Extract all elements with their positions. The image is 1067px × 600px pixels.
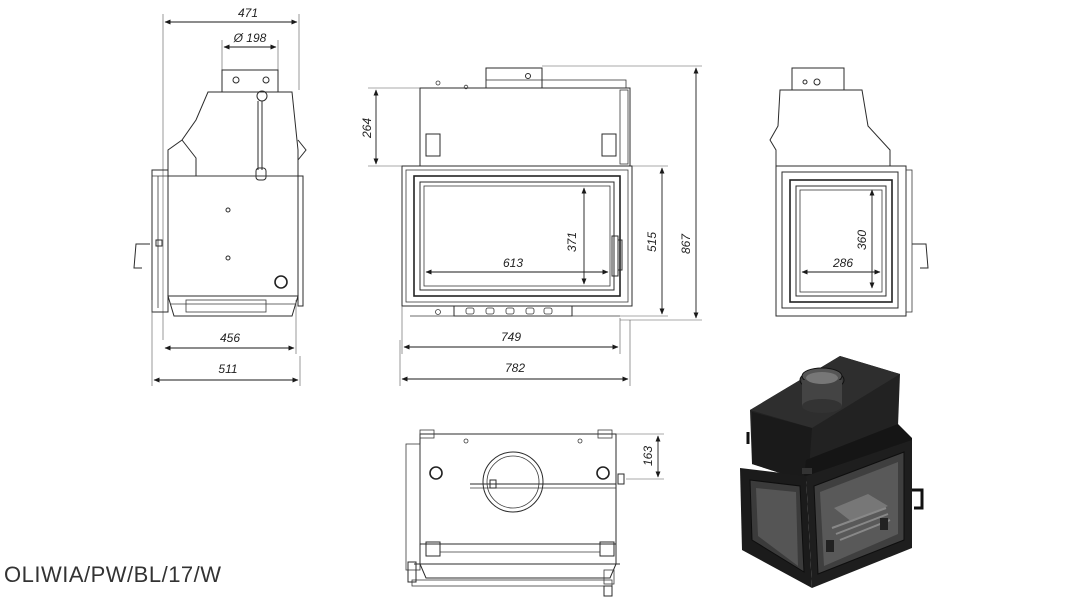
dim-total-height: 867 bbox=[679, 233, 693, 254]
dim-front-total-width: 782 bbox=[505, 361, 525, 375]
dim-front-glass-height: 371 bbox=[565, 232, 579, 252]
dim-side-width-top: 471 bbox=[238, 6, 258, 20]
isometric-render bbox=[740, 356, 924, 588]
dim-side-inner: 456 bbox=[220, 331, 240, 345]
dim-front-top-height: 264 bbox=[360, 118, 374, 139]
dim-top-depth: 163 bbox=[641, 446, 655, 466]
side-view: 471 Ø 198 4 bbox=[133, 6, 307, 386]
dim-front-door-height: 515 bbox=[645, 232, 659, 252]
top-view: 163 bbox=[405, 429, 664, 597]
right-side-view: 360 286 bbox=[769, 67, 929, 317]
dim-front-glass-width: 613 bbox=[503, 256, 523, 270]
dim-flue-diameter: Ø 198 bbox=[233, 31, 267, 45]
dim-front-door-width: 749 bbox=[501, 330, 521, 344]
dim-right-glass-height: 360 bbox=[855, 230, 869, 250]
front-view: 264 371 613 515 867 749 782 bbox=[360, 65, 702, 386]
model-label: OLIWIA/PW/BL/17/W bbox=[4, 562, 222, 587]
dim-right-glass-width: 286 bbox=[832, 256, 853, 270]
dim-side-total: 511 bbox=[218, 362, 237, 376]
